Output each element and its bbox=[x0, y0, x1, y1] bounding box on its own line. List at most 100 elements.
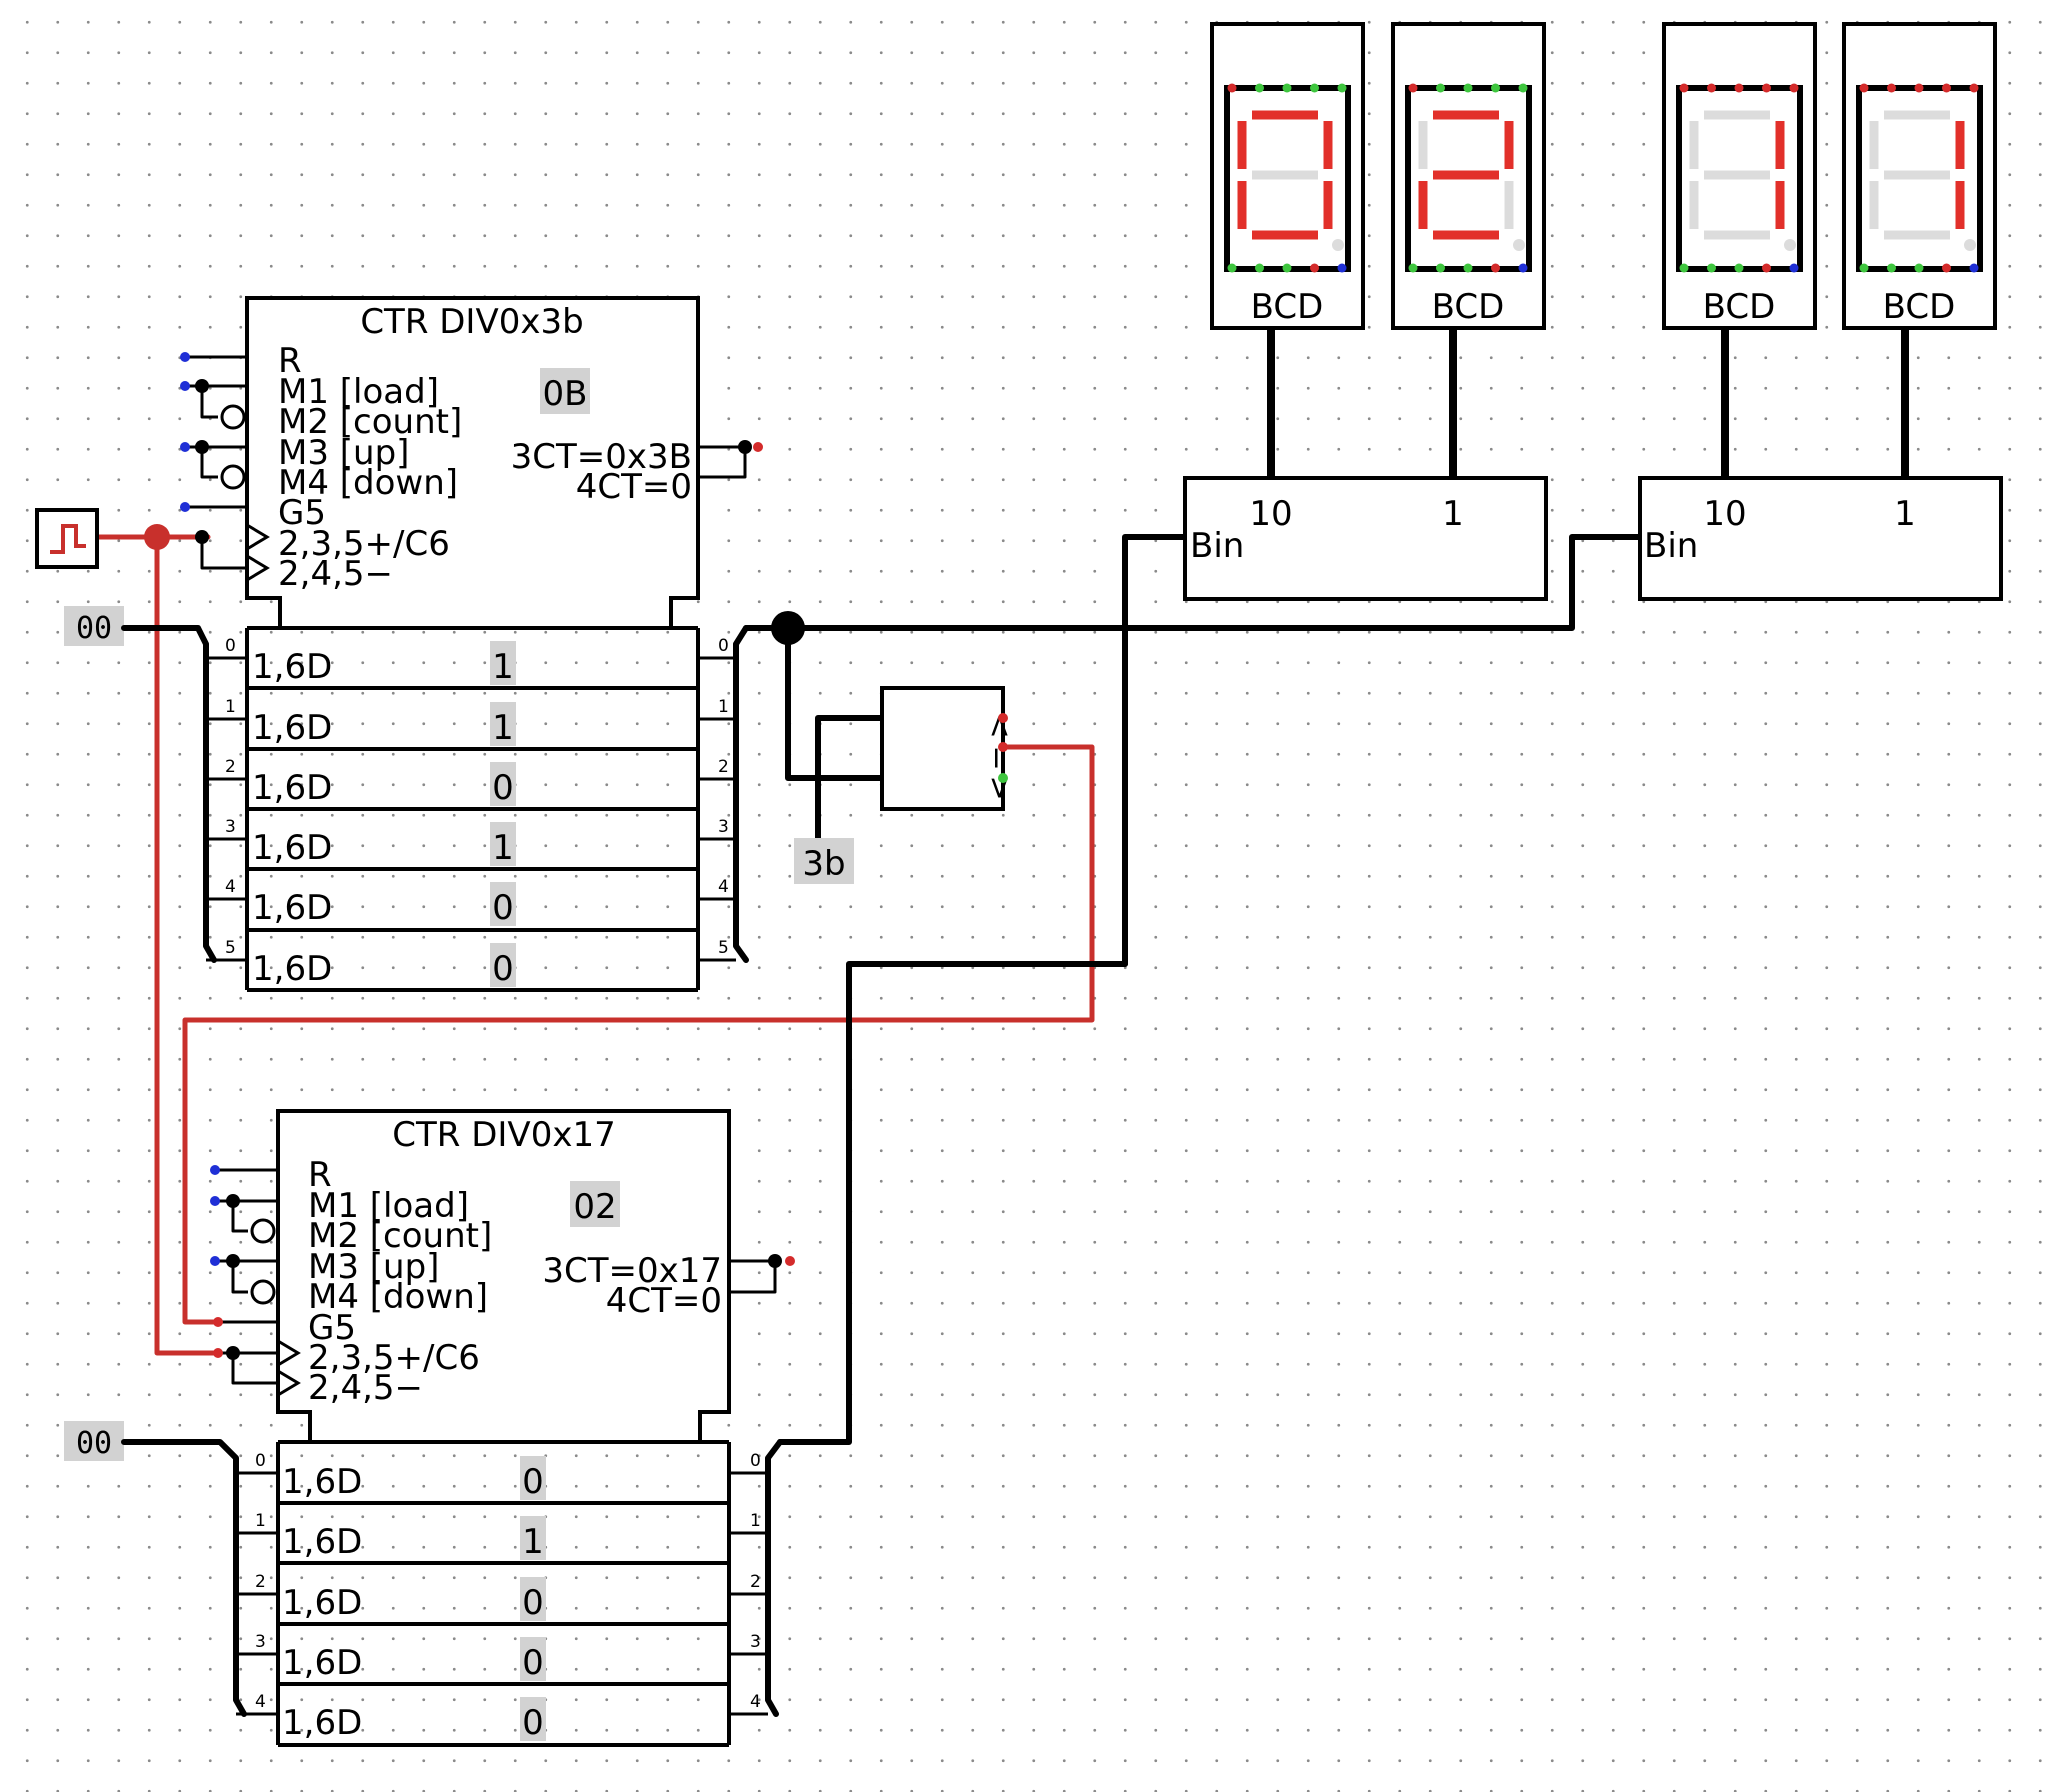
seven-segment-display: BCD bbox=[1842, 22, 1997, 330]
bit-label: 1,6D bbox=[282, 1522, 362, 1562]
segment-f bbox=[1418, 121, 1428, 169]
bit-row: 3 3 1,6D 0 bbox=[255, 1632, 761, 1683]
display-pin bbox=[1282, 83, 1292, 93]
display-pin bbox=[1436, 263, 1445, 273]
bit-index-out: 4 bbox=[718, 877, 729, 897]
bit-index-in: 0 bbox=[255, 1451, 266, 1471]
display-pin bbox=[1969, 83, 1979, 93]
counter-seconds[interactable]: CTR DIV0x3b 0B R M1 [load] M2 [count] M3… bbox=[121, 296, 763, 992]
display-pin bbox=[1310, 83, 1319, 93]
converter-out-tens: 10 bbox=[1249, 494, 1292, 534]
segment-a bbox=[1433, 110, 1499, 120]
bit-label: 1,6D bbox=[252, 708, 332, 748]
display-pin bbox=[1707, 83, 1716, 93]
ctl-r: R bbox=[308, 1155, 332, 1195]
segment-a bbox=[1252, 110, 1318, 120]
display-pin bbox=[1255, 83, 1264, 93]
display-pin bbox=[1859, 83, 1869, 93]
bit-label: 1,6D bbox=[282, 1643, 362, 1683]
bit-index-in: 3 bbox=[255, 1632, 266, 1652]
display-pin bbox=[1969, 263, 1979, 273]
bit-index-in: 1 bbox=[225, 697, 236, 717]
bit-value: 0 bbox=[492, 768, 514, 808]
segment-e bbox=[1237, 181, 1247, 229]
state-badge bbox=[540, 368, 590, 414]
bit-value: 1 bbox=[492, 647, 514, 687]
display-pin bbox=[1227, 83, 1237, 93]
bit-value: 0 bbox=[522, 1643, 544, 1683]
comparator[interactable]: < = > bbox=[880, 686, 1017, 811]
ctl-m1: M1 [load] bbox=[278, 372, 439, 412]
display-pin bbox=[1337, 263, 1347, 273]
display-label: BCD bbox=[1703, 287, 1776, 327]
display-pin bbox=[1282, 263, 1292, 273]
segment-e bbox=[1689, 181, 1699, 229]
display-pin bbox=[1734, 263, 1744, 273]
control-pins bbox=[180, 352, 247, 570]
ctl-r: R bbox=[278, 341, 302, 381]
counter-title: CTR DIV0x17 bbox=[392, 1115, 615, 1155]
segment-d bbox=[1704, 230, 1770, 240]
load-input-seconds[interactable]: 00 bbox=[64, 606, 124, 646]
bit-row: 3 3 1,6D 1 bbox=[225, 817, 729, 868]
segment-c bbox=[1775, 181, 1785, 229]
segment-f bbox=[1237, 121, 1247, 169]
constant-3b[interactable]: 3b bbox=[794, 838, 854, 884]
load-input-minutes[interactable]: 00 bbox=[64, 1421, 124, 1461]
segment-a bbox=[1704, 110, 1770, 120]
segment-c bbox=[1504, 181, 1514, 229]
seven-segment-display: BCD bbox=[1210, 22, 1365, 330]
segment-f bbox=[1869, 121, 1879, 169]
ctl-m2: M2 [count] bbox=[278, 402, 462, 442]
decimal-point bbox=[1784, 239, 1796, 251]
display-pin bbox=[1914, 263, 1924, 273]
segment-c bbox=[1323, 181, 1333, 229]
bit-index-out: 0 bbox=[718, 636, 729, 656]
counter-minutes[interactable]: CTR DIV0x17 02 R M1 [load] M2 [count] M3… bbox=[121, 1109, 795, 1747]
converter-out-tens: 10 bbox=[1703, 494, 1746, 534]
bit-label: 1,6D bbox=[252, 888, 332, 928]
bit-value: 1 bbox=[492, 708, 514, 748]
bit-index-out: 2 bbox=[718, 757, 729, 777]
bit-index-in: 5 bbox=[225, 938, 236, 958]
bcd-converter-seconds[interactable]: 10 1 Bin bbox=[1638, 328, 2003, 601]
display-pin bbox=[1408, 263, 1418, 273]
display-pin bbox=[1408, 83, 1418, 93]
bit-index-out: 5 bbox=[718, 938, 729, 958]
ctl-count-down: 2,4,5− bbox=[308, 1368, 423, 1408]
bit-index-in: 2 bbox=[255, 1572, 266, 1592]
clock-source[interactable] bbox=[35, 508, 99, 569]
display-pin bbox=[1679, 263, 1689, 273]
segment-g bbox=[1884, 170, 1950, 180]
display-pin bbox=[1789, 263, 1799, 273]
display-pin bbox=[1942, 263, 1951, 273]
bit-index-out: 4 bbox=[750, 1692, 761, 1712]
bit-index-in: 0 bbox=[225, 636, 236, 656]
bit-row: 4 4 1,6D 0 bbox=[255, 1692, 761, 1743]
display-pin bbox=[1734, 83, 1744, 93]
segment-g bbox=[1433, 170, 1499, 180]
segment-e bbox=[1869, 181, 1879, 229]
bit-row: 2 2 1,6D 0 bbox=[225, 757, 729, 808]
bcd-converter-minutes[interactable]: 10 1 Bin bbox=[1183, 328, 1548, 601]
segment-d bbox=[1433, 230, 1499, 240]
status-3ct: 3CT=0x17 bbox=[542, 1251, 722, 1291]
bit-label: 1,6D bbox=[252, 768, 332, 808]
bit-row: 2 2 1,6D 0 bbox=[255, 1572, 761, 1623]
display-pin bbox=[1914, 83, 1924, 93]
display-pin bbox=[1762, 263, 1771, 273]
register-minutes: 0 0 1,6D 0 1 1 1,6D 1 2 2 1,6D 0 3 bbox=[121, 1439, 783, 1747]
constant-value: 3b bbox=[802, 844, 845, 884]
bit-label: 1,6D bbox=[282, 1583, 362, 1623]
display-pin bbox=[1859, 263, 1869, 273]
ctl-m4: M4 [down] bbox=[308, 1277, 488, 1317]
display-label: BCD bbox=[1251, 287, 1324, 327]
load-input-value: 00 bbox=[76, 1426, 112, 1461]
segment-b bbox=[1955, 121, 1965, 169]
display-pin bbox=[1707, 263, 1716, 273]
load-input-value: 00 bbox=[76, 611, 112, 646]
segment-b bbox=[1504, 121, 1514, 169]
bit-row: 1 1 1,6D 1 bbox=[225, 697, 729, 748]
bit-value: 1 bbox=[522, 1522, 544, 1562]
display-pin bbox=[1337, 83, 1347, 93]
